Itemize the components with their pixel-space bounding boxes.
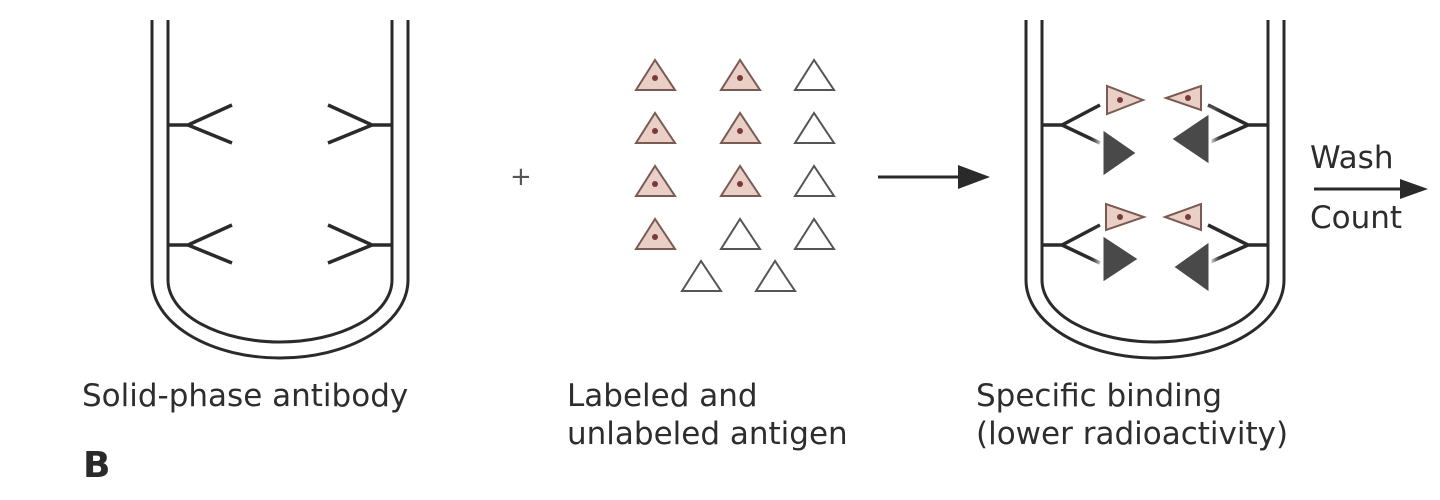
- solid-phase-antibody-label: Solid-phase antibody: [82, 378, 409, 414]
- bound-labeled-antigen-icon: [1106, 84, 1146, 116]
- labeled-antigen-icon: [634, 217, 677, 250]
- antibody-icon: [327, 223, 392, 265]
- bound-labeled-antigens: [1105, 84, 1202, 232]
- antigen-label-line1: Labeled and: [567, 378, 758, 414]
- labeled-antigen-icon: [719, 58, 762, 91]
- plus-sign: +: [510, 162, 532, 192]
- reaction-arrow: [878, 165, 990, 189]
- bound-unlabeled-antigen-icon: [1167, 109, 1212, 169]
- labeled-antigen-icon: [634, 111, 677, 144]
- specific-binding-label-line2: (lower radioactivity): [976, 416, 1289, 452]
- count-label: Count: [1310, 200, 1403, 236]
- antibody-icon: [168, 223, 233, 265]
- left-tube-antibodies: [168, 103, 392, 265]
- left-test-tube: [150, 20, 410, 360]
- right-test-tube: [1024, 20, 1286, 360]
- bound-labeled-antigen-icon: [1162, 202, 1202, 232]
- unlabeled-antigen-icon: [793, 111, 836, 144]
- unlabeled-antigen-icon: [793, 164, 836, 197]
- antibody-icon: [1042, 103, 1101, 145]
- bound-labeled-antigen-icon: [1162, 84, 1202, 112]
- unlabeled-antigen-icon: [793, 58, 836, 91]
- antibody-icon: [1207, 223, 1268, 265]
- labeled-antigen-icon: [719, 111, 762, 144]
- antibody-icon: [327, 103, 392, 145]
- antibody-icon: [168, 103, 233, 145]
- panel-letter: B: [83, 445, 111, 486]
- bound-antigens: [1100, 109, 1212, 297]
- bound-labeled-antigen-icon: [1105, 202, 1148, 232]
- unlabeled-antigen-icon: [719, 217, 762, 250]
- wash-label: Wash: [1310, 140, 1394, 176]
- specific-binding-label-line1: Specific binding: [976, 378, 1223, 414]
- antigen-group: [634, 58, 836, 292]
- unlabeled-antigen-icon: [754, 259, 797, 292]
- labeled-antigen-icon: [634, 58, 677, 91]
- antigen-label-line2: unlabeled antigen: [567, 416, 848, 452]
- bound-unlabeled-antigen-icon: [1100, 125, 1141, 181]
- wash-count-arrow: [1314, 179, 1428, 199]
- bound-unlabeled-antigen-icon: [1169, 237, 1212, 297]
- unlabeled-antigen-icon: [680, 259, 723, 292]
- labeled-antigen-icon: [634, 164, 677, 197]
- antibody-icon: [1207, 103, 1268, 145]
- antibody-icon: [1042, 223, 1101, 265]
- right-tube-antibodies: [1042, 103, 1268, 265]
- unlabeled-antigen-icon: [793, 217, 836, 250]
- labeled-antigen-icon: [719, 164, 762, 197]
- bound-unlabeled-antigen-icon: [1100, 231, 1143, 287]
